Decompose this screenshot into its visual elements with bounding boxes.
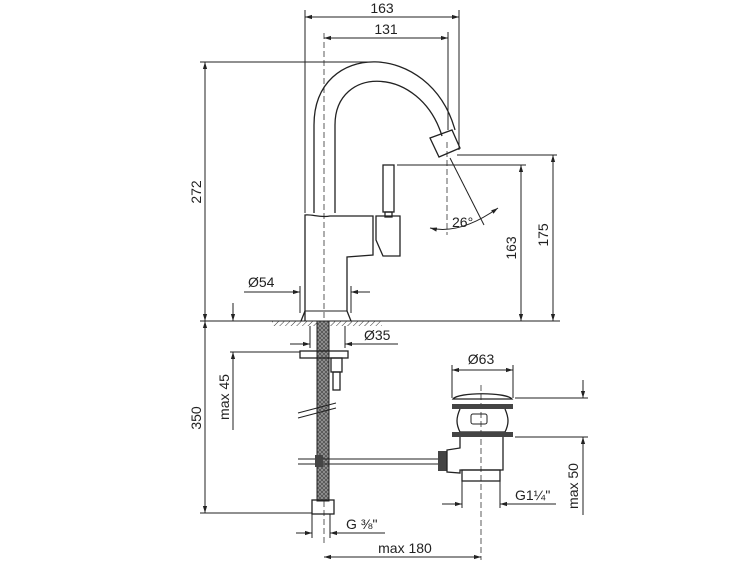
lever bbox=[382, 164, 395, 213]
dim-lever-height: 163 bbox=[503, 236, 519, 260]
supply-hoses bbox=[297, 320, 349, 515]
dim-spout-angle: 26° bbox=[452, 214, 473, 230]
waste-drain bbox=[446, 393, 514, 482]
drain-rod bbox=[298, 451, 447, 471]
lever-hub bbox=[375, 215, 401, 257]
dim-overall-height: 272 bbox=[188, 180, 204, 204]
dim-drain-diameter: Ø63 bbox=[468, 351, 495, 367]
dim-spout-height: 175 bbox=[535, 223, 551, 247]
dim-rod-length: max 180 bbox=[378, 540, 432, 556]
dim-max-deck-thickness: max 45 bbox=[216, 374, 232, 420]
dim-base-diameter: Ø54 bbox=[248, 274, 275, 290]
dim-inlet-thread: G ⅜" bbox=[346, 516, 377, 532]
faucet-body bbox=[300, 61, 461, 322]
dim-hose-length: 350 bbox=[188, 406, 204, 430]
aerator bbox=[429, 129, 461, 158]
dimension-lines bbox=[200, 10, 588, 560]
dim-drain-max-height: max 50 bbox=[565, 463, 581, 509]
dim-drain-thread: G1¼" bbox=[515, 487, 550, 503]
dim-spout-reach: 131 bbox=[374, 21, 398, 37]
dim-overall-reach: 163 bbox=[370, 0, 394, 16]
dim-hole-diameter: Ø35 bbox=[364, 327, 391, 343]
